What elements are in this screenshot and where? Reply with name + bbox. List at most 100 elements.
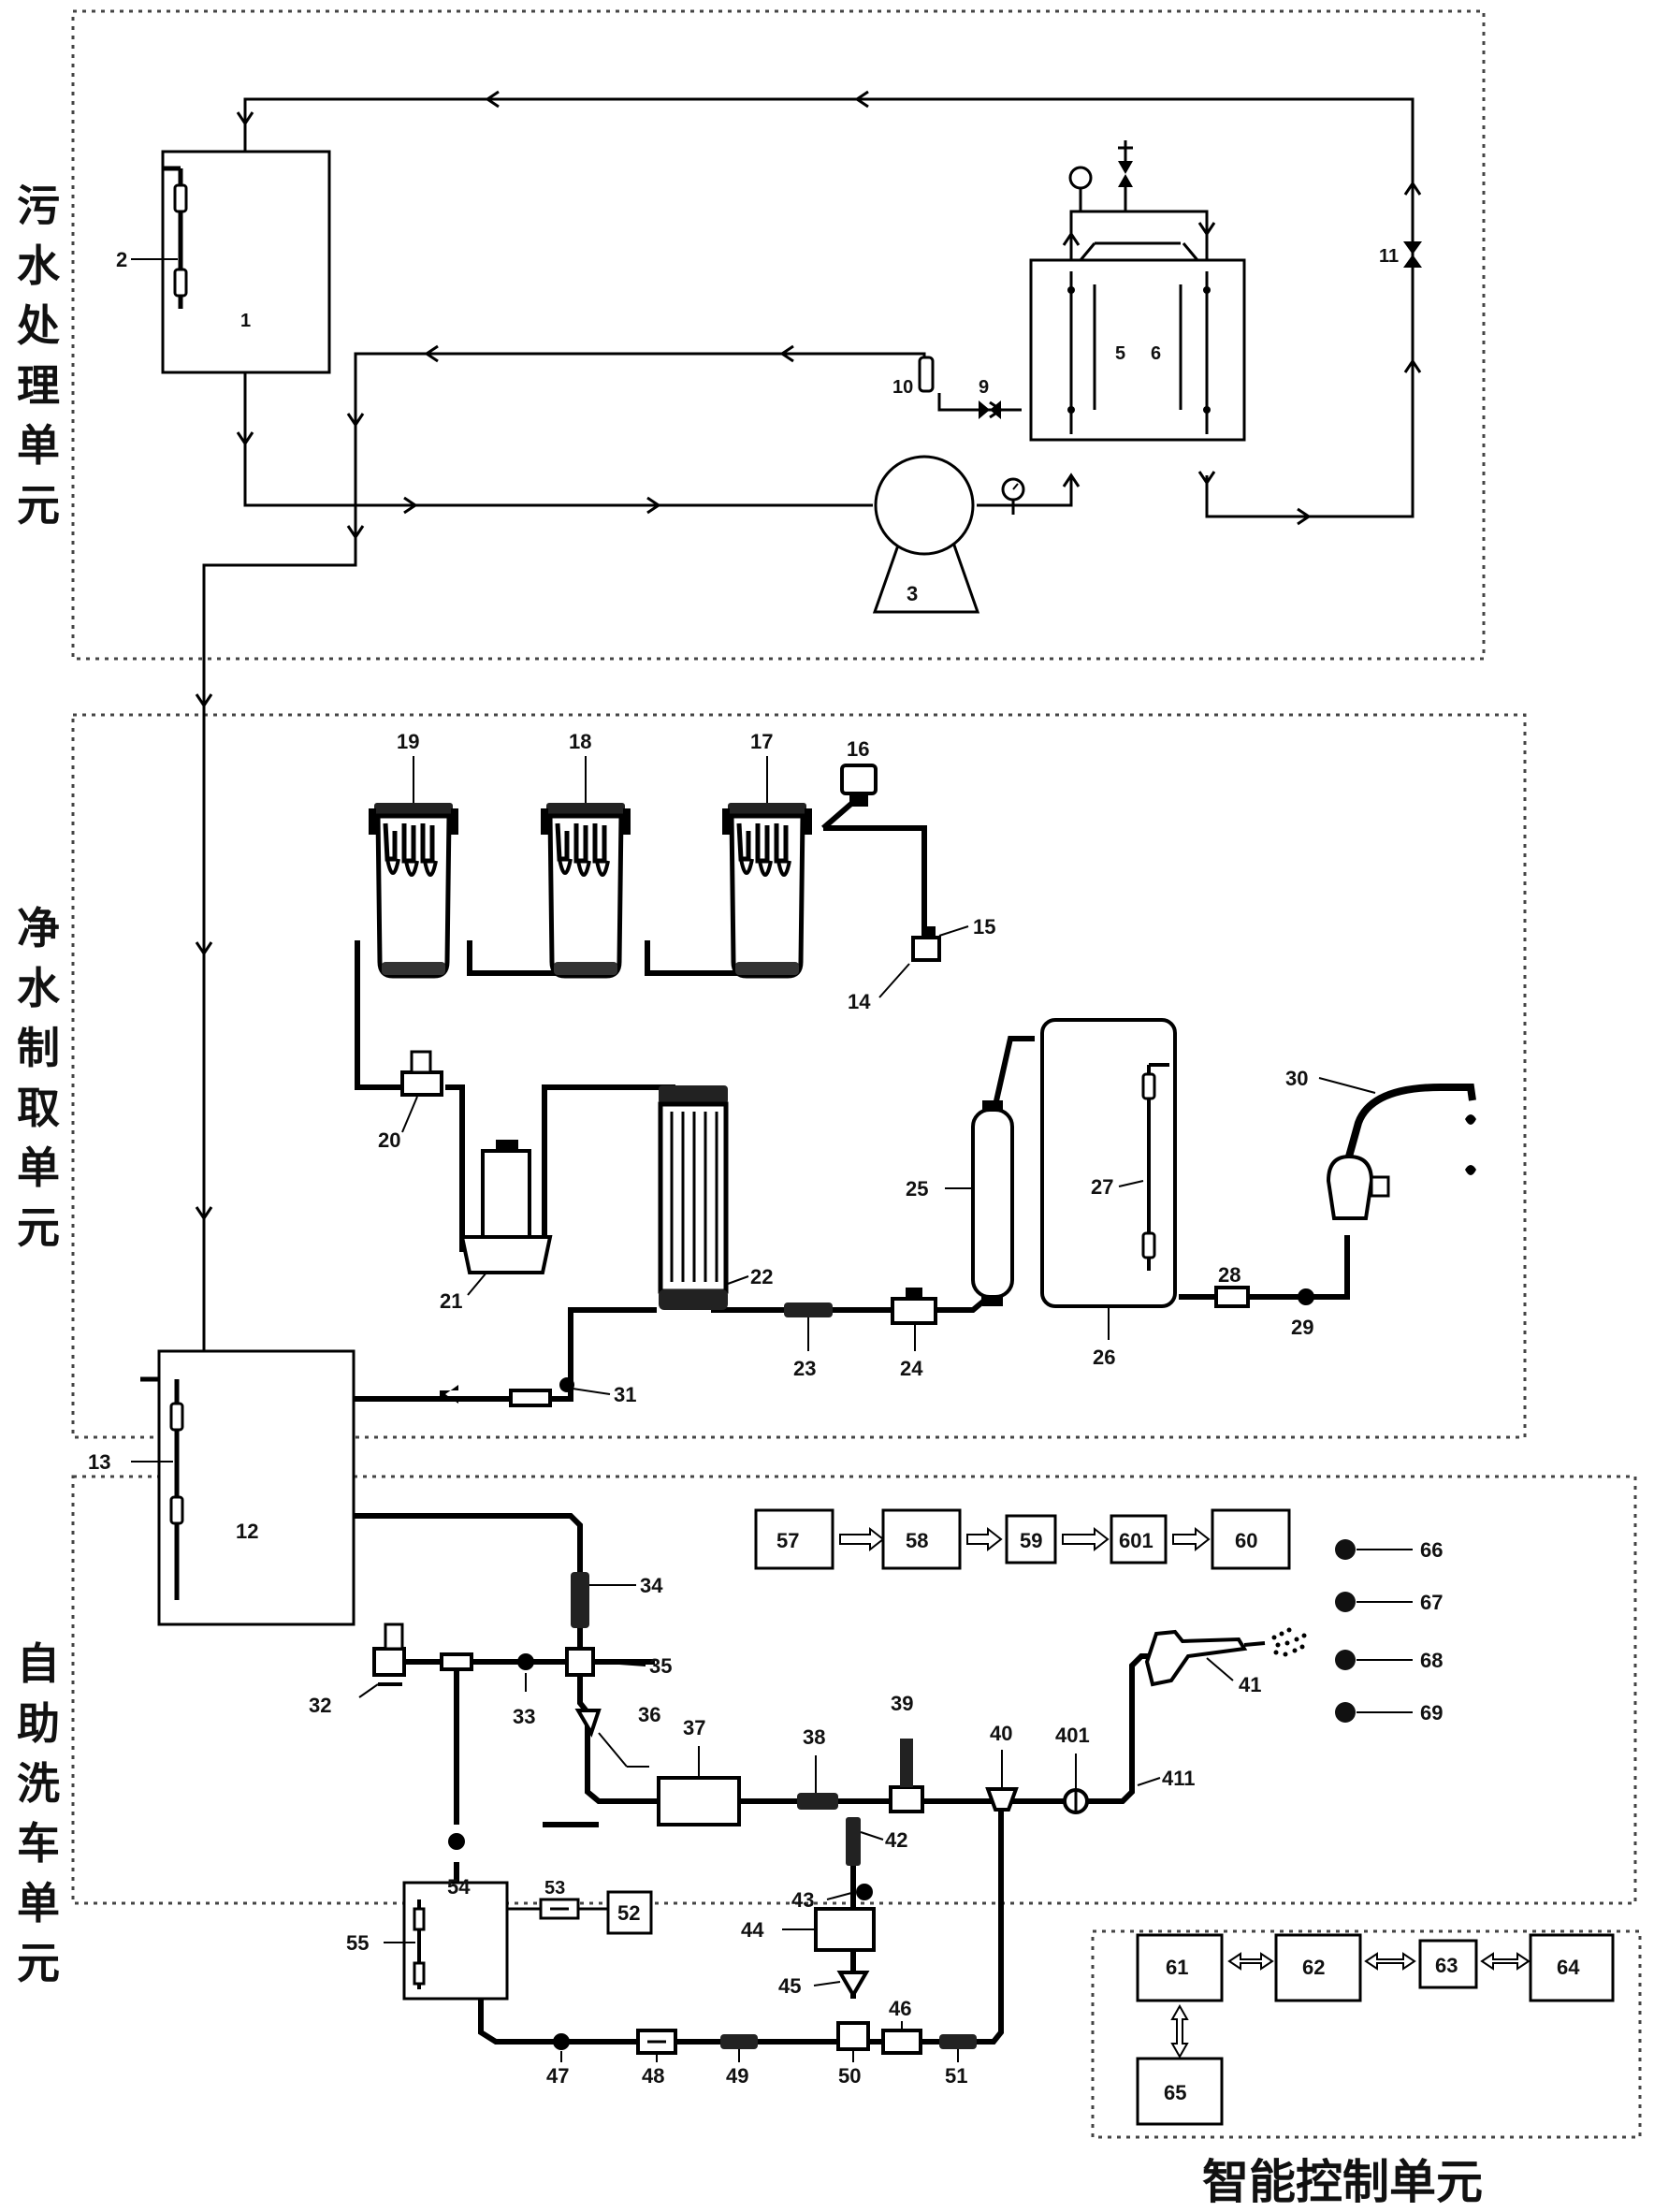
svg-text:13: 13: [88, 1450, 110, 1474]
pipe-joint-tee-left: [440, 1652, 473, 1671]
svg-text:41: 41: [1239, 1673, 1261, 1696]
control-block-65: 65: [1136, 2057, 1224, 2126]
tank-12: 12: [157, 1349, 355, 1626]
strainer-45: 45: [778, 1971, 870, 1999]
control-block-63: 63: [1418, 1939, 1478, 1989]
svg-text:20: 20: [378, 1128, 400, 1152]
valve-46: 46: [881, 1997, 922, 2055]
svg-text:22: 22: [750, 1265, 773, 1288]
control-link-61-62: [1227, 1952, 1274, 1971]
svg-text:66: 66: [1420, 1538, 1443, 1562]
control-block-62: 62: [1274, 1933, 1362, 2002]
level-gauge-2: 2: [116, 168, 186, 309]
control-link-61-65: [1170, 2003, 1189, 2059]
svg-text:68: 68: [1420, 1649, 1443, 1672]
svg-text:60: 60: [1235, 1529, 1257, 1552]
svg-text:10: 10: [892, 377, 913, 398]
svg-text:6: 6: [1151, 343, 1161, 364]
flow-meter-10: 10: [892, 356, 935, 398]
svg-text:21: 21: [440, 1289, 462, 1313]
filter-28: 28: [1214, 1263, 1250, 1308]
pump-37: 37: [657, 1716, 741, 1826]
box-52: 52: [606, 1890, 653, 1935]
svg-text:50: 50: [838, 2064, 861, 2088]
membrane-module-5-6: 5 6: [1029, 258, 1246, 442]
purify-pipes: [354, 794, 1350, 1402]
indicator-68: 68: [1335, 1649, 1443, 1672]
svg-text:43: 43: [791, 1888, 814, 1912]
svg-text:31: 31: [614, 1383, 636, 1406]
svg-text:34: 34: [640, 1574, 663, 1597]
process-chain: 57 58 59 601 60: [754, 1508, 1291, 1570]
indicator-69: 69: [1335, 1701, 1443, 1724]
svg-text:46: 46: [889, 1997, 911, 2020]
inlet-valve-14-15: 15 14: [848, 915, 995, 1013]
faucet-30: 30: [1285, 1067, 1476, 1265]
flow-meter-53: 53: [507, 1878, 608, 1920]
svg-text:601: 601: [1119, 1529, 1153, 1552]
indicator-67: 67: [1335, 1591, 1443, 1614]
svg-text:401: 401: [1055, 1724, 1090, 1747]
svg-text:67: 67: [1420, 1591, 1443, 1614]
svg-text:58: 58: [906, 1529, 928, 1552]
svg-text:3: 3: [907, 582, 918, 605]
pressure-gauge-top: [1068, 166, 1093, 211]
svg-text:64: 64: [1557, 1956, 1580, 1979]
filter-42: 42: [846, 1817, 907, 1866]
svg-text:49: 49: [726, 2064, 748, 2088]
svg-text:28: 28: [1218, 1263, 1240, 1287]
svg-text:62: 62: [1302, 1956, 1325, 1979]
hose-411: 411: [1137, 1767, 1196, 1790]
level-gauge-27: 27: [1091, 1063, 1169, 1271]
svg-text:40: 40: [990, 1722, 1012, 1745]
svg-text:18: 18: [569, 730, 591, 753]
control-link-62-63: [1364, 1952, 1416, 1971]
strainer-36: 36: [574, 1703, 660, 1768]
unit-label-control: 智能控制单元: [1202, 2155, 1483, 2209]
svg-text:42: 42: [885, 1828, 907, 1852]
unit-label-purify: 净水制取单元: [17, 903, 60, 1253]
svg-text:12: 12: [236, 1520, 258, 1543]
sewage-pipes: [202, 97, 1415, 1351]
svg-text:411: 411: [1162, 1767, 1196, 1790]
unit-label-wash: 自助洗车单元: [17, 1638, 60, 1988]
ro-membrane-22: 22: [658, 1085, 773, 1310]
tee-35: 35: [565, 1647, 672, 1678]
wash-valve-32: 32: [309, 1623, 406, 1717]
svg-text:47: 47: [546, 2064, 569, 2088]
svg-text:5: 5: [1115, 343, 1125, 364]
svg-text:25: 25: [906, 1177, 928, 1201]
filter-49: 49: [720, 2034, 758, 2088]
svg-text:11: 11: [1379, 246, 1399, 267]
svg-text:63: 63: [1435, 1954, 1458, 1977]
booster-pump-21: 21: [440, 1140, 553, 1313]
svg-text:35: 35: [649, 1654, 672, 1678]
pressure-sensor-39: 39: [889, 1692, 924, 1813]
tank-1: 1: [161, 150, 331, 374]
svg-text:61: 61: [1166, 1956, 1188, 1979]
svg-text:37: 37: [683, 1716, 705, 1739]
control-block-64: 64: [1529, 1933, 1615, 2002]
svg-text:30: 30: [1285, 1067, 1308, 1090]
filter-cartridge-19: 19: [369, 730, 458, 976]
svg-text:57: 57: [776, 1529, 799, 1552]
unit-border-sewage: [71, 9, 1486, 661]
svg-text:32: 32: [309, 1694, 331, 1717]
svg-text:59: 59: [1020, 1529, 1042, 1552]
svg-text:52: 52: [617, 1901, 640, 1925]
post-filter-25: 25: [906, 1100, 1014, 1306]
svg-text:19: 19: [397, 730, 419, 753]
check-valve-33: 33: [513, 1653, 535, 1728]
valve-9: 9: [979, 377, 1001, 419]
check-valve-29: 29: [1291, 1288, 1314, 1339]
check-valve-43: 43: [791, 1884, 873, 1912]
dosing-pump-44: 44: [741, 1907, 876, 1952]
tee-40: 40: [985, 1722, 1019, 1812]
solenoid-valve-24: 24: [891, 1288, 937, 1380]
filter-38: 38: [797, 1725, 838, 1810]
svg-text:9: 9: [979, 377, 989, 398]
svg-text:54: 54: [447, 1875, 471, 1899]
svg-text:23: 23: [793, 1357, 816, 1380]
svg-text:51: 51: [945, 2064, 967, 2088]
flow-limiter-23: 23: [784, 1302, 833, 1380]
